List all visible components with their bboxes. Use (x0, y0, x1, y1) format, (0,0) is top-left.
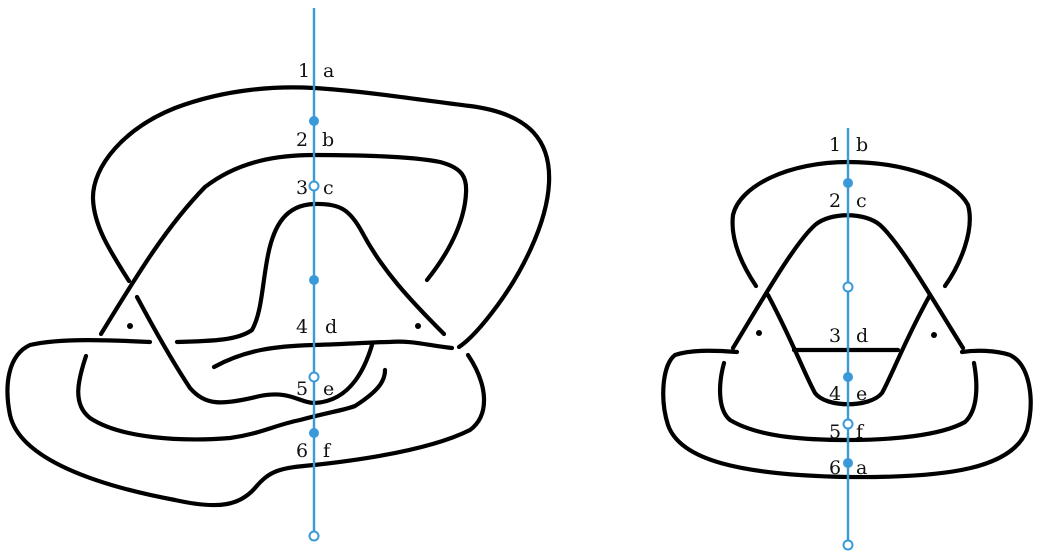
left-axis-open-point (308, 530, 320, 542)
left-crossing-letter: c (323, 177, 334, 199)
right-crossing-number: 2 (829, 190, 841, 212)
left-triangle-dot (415, 323, 421, 329)
left-crossing-letter: e (323, 378, 334, 400)
right-crossing-number: 5 (829, 421, 841, 443)
right-axis-open-point (842, 418, 854, 430)
left-hump-strand (174, 201, 447, 345)
left-crossing-number: 1 (298, 60, 310, 82)
left-crossbar-right-strand (386, 339, 455, 351)
left-crossing-number: 3 (296, 177, 308, 199)
right-crossing-letter: f (856, 421, 865, 443)
right-crossing-letter: e (856, 383, 867, 405)
left-inner-bottom-loop-strand (76, 353, 388, 442)
right-crossing-number: 4 (829, 383, 841, 405)
right-crossing-number: 6 (829, 457, 841, 479)
left-axis-filled-point (309, 428, 319, 438)
left-crossing-number: 5 (296, 378, 308, 400)
right-triangle-dot (756, 330, 762, 336)
left-lower-v-strand (134, 294, 375, 406)
left-crossbar-strand (211, 339, 391, 370)
left-crossing-number: 6 (296, 440, 308, 462)
left-crossing-letter: f (323, 440, 332, 462)
left-inner-loop-strand (98, 152, 469, 337)
right-crossing-letter: b (856, 134, 868, 156)
right-crossing-letter: d (856, 325, 868, 347)
right-crossing-number: 3 (829, 325, 841, 347)
left-crossing-letter: a (323, 60, 334, 82)
right-axis-filled-point (843, 372, 853, 382)
left-bottom-loop-strand (5, 338, 487, 508)
left-crossing-number: 4 (296, 316, 308, 338)
right-axis-open-point (842, 539, 854, 551)
right-triangle-dot (931, 332, 937, 338)
left-knot-diagram: 1 a 2 b 3 c 4 d 5 e 6 f (5, 8, 552, 542)
left-triangle-dot (127, 323, 133, 329)
left-axis-filled-point (309, 275, 319, 285)
right-crossing-letter: c (856, 190, 867, 212)
right-crossing-number: 1 (829, 134, 841, 156)
right-axis-open-point (842, 281, 854, 293)
left-axis-open-point (308, 180, 320, 192)
left-crossing-letter: b (322, 129, 334, 151)
left-crossing-letter: d (325, 316, 337, 338)
right-knot-diagram: 1 b 2 c 3 d 4 e 5 f 6 a (661, 128, 1033, 551)
left-axis-filled-point (309, 116, 319, 126)
left-outer-loop-strand (90, 85, 552, 350)
right-axis-filled-point (843, 458, 853, 468)
right-crossing-letter: a (856, 457, 867, 479)
right-axis-filled-point (843, 178, 853, 188)
left-axis-open-point (308, 371, 320, 383)
left-crossing-number: 2 (296, 129, 308, 151)
